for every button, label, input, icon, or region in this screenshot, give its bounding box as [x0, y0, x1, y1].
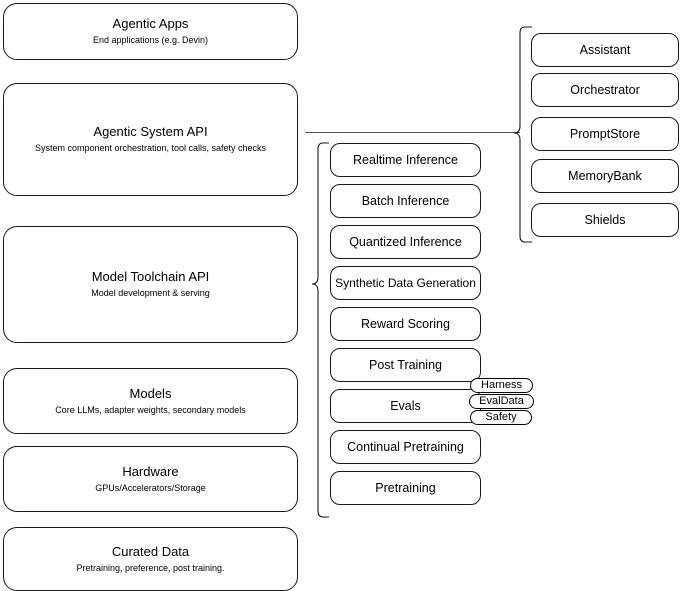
agentic-component-assistant[interactable]: Assistant: [531, 33, 679, 67]
toolchain-item-label: Batch Inference: [361, 194, 450, 208]
toolchain-item-label: Realtime Inference: [353, 153, 458, 167]
agentic-component-label: Assistant: [579, 43, 631, 57]
agentic-component-orchestrator[interactable]: Orchestrator: [531, 73, 679, 107]
agentic-component-shields[interactable]: Shields: [531, 203, 679, 237]
toolchain-item-label: Evals: [390, 399, 421, 413]
toolchain-item-realtime-inference[interactable]: Realtime Inference: [330, 143, 481, 177]
toolchain-item-continual-pretraining[interactable]: Continual Pretraining: [330, 430, 481, 464]
agentic-component-label: Orchestrator: [570, 83, 640, 97]
stack-layer-hardware[interactable]: Hardware GPUs/Accelerators/Storage: [3, 446, 298, 512]
stack-layer-subtitle: Pretraining, preference, post training.: [76, 562, 225, 573]
toolchain-item-label: Post Training: [369, 358, 442, 372]
stack-layer-subtitle: Core LLMs, adapter weights, secondary mo…: [55, 404, 246, 415]
stack-layer-title: Agentic System API: [93, 124, 208, 139]
stack-layer-title: Curated Data: [111, 543, 190, 559]
stack-layer-subtitle: GPUs/Accelerators/Storage: [95, 482, 206, 493]
agentic-component-promptstore[interactable]: PromptStore: [531, 117, 679, 151]
toolchain-item-pretraining[interactable]: Pretraining: [330, 471, 481, 505]
eval-pill-label: Safety: [485, 411, 517, 423]
toolchain-item-label: Quantized Inference: [349, 235, 462, 249]
toolchain-item-label: Pretraining: [375, 481, 436, 495]
stack-layer-subtitle: End applications (e.g. Devin): [92, 35, 209, 45]
brace-toolchain: [311, 142, 329, 518]
stack-layer-subtitle: System component orchestration, tool cal…: [34, 143, 267, 153]
stack-layer-curated-data[interactable]: Curated Data Pretraining, preference, po…: [3, 527, 298, 591]
stack-layer-title: Hardware: [122, 463, 179, 479]
stack-layer-title: Models: [129, 385, 172, 401]
toolchain-item-reward-scoring[interactable]: Reward Scoring: [330, 307, 481, 341]
toolchain-item-label: Continual Pretraining: [347, 440, 464, 454]
stack-layer-title: Model Toolchain API: [91, 269, 210, 284]
stack-layer-models[interactable]: Models Core LLMs, adapter weights, secon…: [3, 368, 298, 434]
agentic-component-memorybank[interactable]: MemoryBank: [531, 159, 679, 193]
brace-agentic-components: [513, 26, 532, 243]
eval-pill-safety[interactable]: Safety: [470, 410, 532, 425]
stack-layer-agentic-system-api[interactable]: Agentic System API System component orch…: [3, 83, 298, 196]
eval-pill-harness[interactable]: Harness: [470, 378, 533, 393]
toolchain-item-evals[interactable]: Evals: [330, 389, 481, 423]
stack-layer-model-toolchain-api[interactable]: Model Toolchain API Model development & …: [3, 226, 298, 343]
toolchain-item-post-training[interactable]: Post Training: [330, 348, 481, 382]
eval-pill-label: Harness: [481, 379, 522, 391]
stack-layer-subtitle: Model development & serving: [91, 288, 210, 298]
toolchain-item-batch-inference[interactable]: Batch Inference: [330, 184, 481, 218]
agentic-component-label: PromptStore: [569, 127, 641, 141]
toolchain-item-synthetic-data-generation[interactable]: Synthetic Data Generation: [330, 266, 481, 300]
stack-layer-agentic-apps[interactable]: Agentic Apps End applications (e.g. Devi…: [3, 3, 298, 60]
eval-pill-label: EvalData: [479, 395, 524, 407]
connector-line-agentic-system: [305, 132, 520, 133]
agentic-component-label: MemoryBank: [568, 169, 642, 183]
toolchain-item-label: Reward Scoring: [361, 317, 450, 331]
agentic-component-label: Shields: [584, 213, 626, 227]
stack-layer-title: Agentic Apps: [112, 16, 189, 31]
eval-pill-evaldata[interactable]: EvalData: [469, 394, 534, 409]
toolchain-item-label: Synthetic Data Generation: [335, 276, 476, 290]
toolchain-item-quantized-inference[interactable]: Quantized Inference: [330, 225, 481, 259]
